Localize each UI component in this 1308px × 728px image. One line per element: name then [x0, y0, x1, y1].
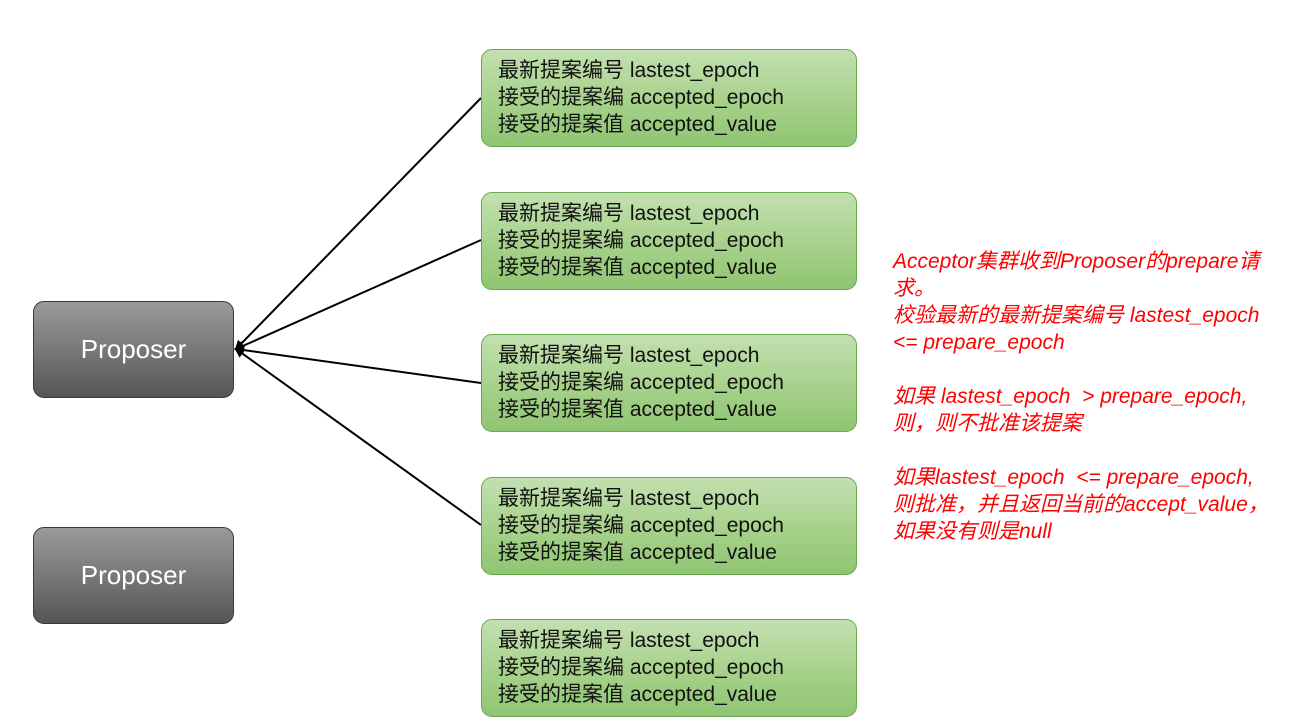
acceptor-accepted-epoch: 接受的提案编 accepted_epoch	[498, 229, 784, 252]
note-line: 如果没有则是null	[893, 520, 1052, 543]
acceptor-latest-epoch: 最新提案编号 lastest_epoch	[498, 59, 760, 82]
note-line: 则，则不批准该提案	[893, 412, 1082, 435]
note-line: 校验最新的最新提案编号 lastest_epoch	[893, 304, 1260, 327]
connector-acceptor-4	[234, 347, 482, 526]
acceptor-latest-epoch: 最新提案编号 lastest_epoch	[498, 487, 760, 510]
acceptor-accepted-epoch: 接受的提案编 accepted_epoch	[498, 656, 784, 679]
acceptor-node: 最新提案编号 lastest_epoch 接受的提案编 accepted_epo…	[481, 334, 857, 432]
acceptor-accepted-epoch: 接受的提案编 accepted_epoch	[498, 514, 784, 537]
connector-acceptor-1	[234, 97, 482, 351]
acceptor-latest-epoch: 最新提案编号 lastest_epoch	[498, 344, 760, 367]
note-line: 求。	[893, 277, 935, 300]
acceptor-latest-epoch: 最新提案编号 lastest_epoch	[498, 629, 760, 652]
connector-acceptor-3	[234, 345, 482, 384]
acceptor-node: 最新提案编号 lastest_epoch 接受的提案编 accepted_epo…	[481, 619, 857, 717]
note-line: 则批准，并且返回当前的accept_value，	[893, 493, 1269, 516]
note-spacer	[893, 437, 1298, 464]
acceptor-accepted-value: 接受的提案值 accepted_value	[498, 256, 777, 279]
note-spacer	[893, 356, 1298, 383]
acceptor-node: 最新提案编号 lastest_epoch 接受的提案编 accepted_epo…	[481, 49, 857, 147]
note-line: 如果 lastest_epoch > prepare_epoch,	[893, 385, 1248, 408]
note-line: <= prepare_epoch	[893, 331, 1065, 354]
proposer-node: Proposer	[33, 527, 234, 624]
acceptor-accepted-value: 接受的提案值 accepted_value	[498, 683, 777, 706]
acceptor-accepted-epoch: 接受的提案编 accepted_epoch	[498, 86, 784, 109]
acceptor-accepted-value: 接受的提案值 accepted_value	[498, 398, 777, 421]
acceptor-latest-epoch: 最新提案编号 lastest_epoch	[498, 202, 760, 225]
acceptor-accepted-value: 接受的提案值 accepted_value	[498, 541, 777, 564]
acceptor-accepted-epoch: 接受的提案编 accepted_epoch	[498, 371, 784, 394]
connector-acceptor-2	[234, 239, 482, 351]
proposer-node: Proposer	[33, 301, 234, 398]
proposer-label: Proposer	[80, 560, 187, 590]
acceptor-accepted-value: 接受的提案值 accepted_value	[498, 113, 777, 136]
acceptor-node: 最新提案编号 lastest_epoch 接受的提案编 accepted_epo…	[481, 477, 857, 575]
annotation-note: Acceptor集群收到Proposer的prepare请 求。 校验最新的最新…	[893, 248, 1298, 545]
note-line: Acceptor集群收到Proposer的prepare请	[893, 250, 1260, 273]
proposer-label: Proposer	[80, 334, 187, 364]
note-line: 如果lastest_epoch <= prepare_epoch,	[893, 466, 1254, 489]
acceptor-node: 最新提案编号 lastest_epoch 接受的提案编 accepted_epo…	[481, 192, 857, 290]
